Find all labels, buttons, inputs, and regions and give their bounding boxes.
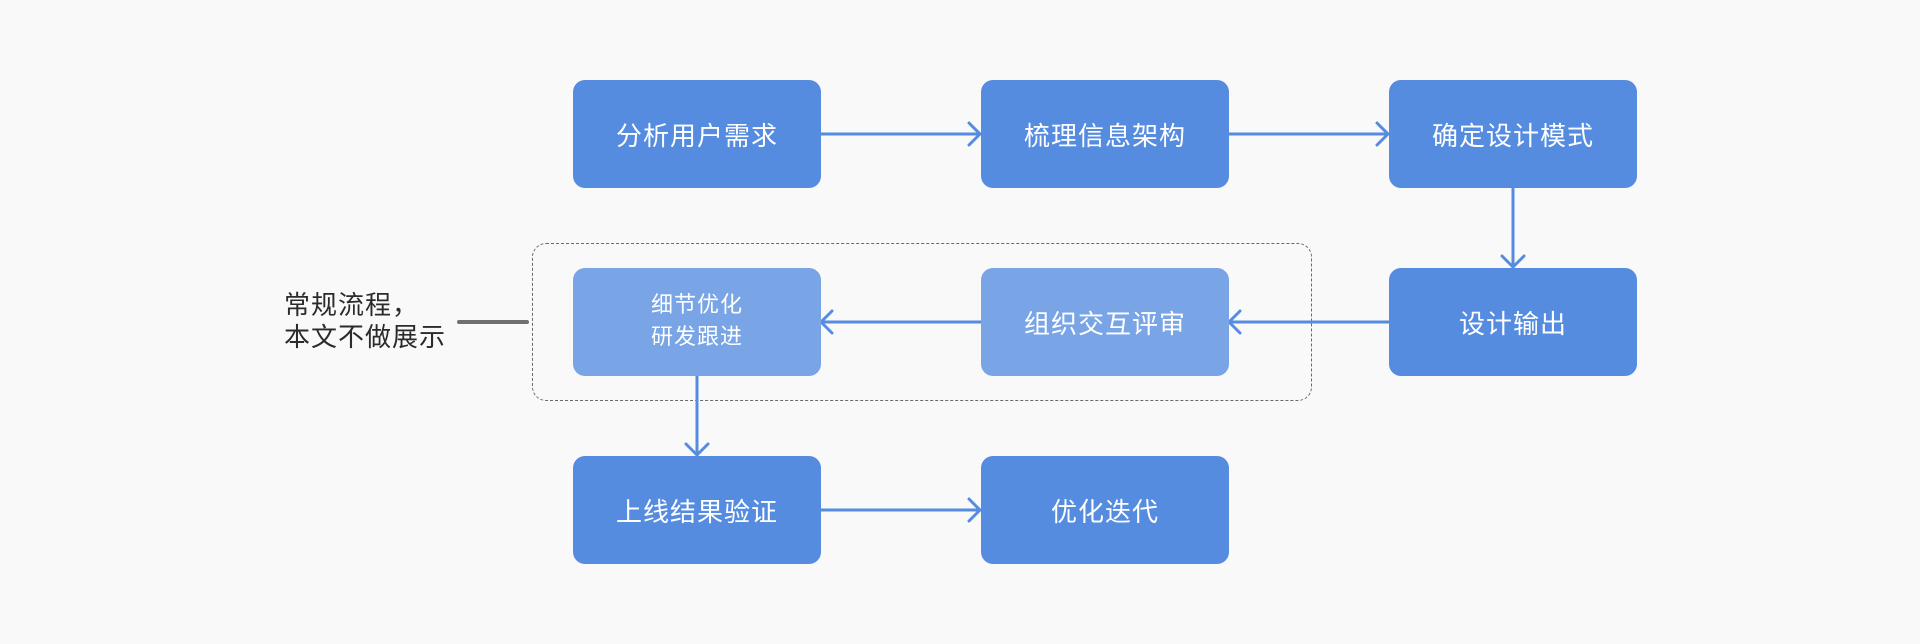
arrow-launch-to-iterate	[819, 497, 982, 523]
step-launch-validation: 上线结果验证	[573, 456, 821, 564]
step-design-output: 设计输出	[1389, 268, 1637, 376]
regular-process-note: 常规流程， 本文不做展示	[284, 290, 464, 354]
step-organize-info-architecture: 梳理信息架构	[981, 80, 1229, 188]
arrow-output-to-review	[1227, 309, 1391, 335]
step-analyze-user-needs: 分析用户需求	[573, 80, 821, 188]
step-label: 优化迭代	[1050, 497, 1159, 528]
arrow-review-to-detail	[819, 309, 983, 335]
step-label: 确定设计模式	[1431, 121, 1594, 152]
step-label-line1: 细节优化	[650, 293, 743, 318]
step-label: 梳理信息架构	[1023, 121, 1186, 152]
step-interaction-review: 组织交互评审	[981, 268, 1229, 376]
arrow-analyze-to-organize	[819, 121, 982, 147]
step-label: 设计输出	[1458, 309, 1567, 340]
step-detail-optimization: 细节优化 研发跟进	[573, 268, 821, 376]
step-label: 上线结果验证	[615, 497, 778, 528]
arrow-detail-to-launch	[684, 374, 710, 457]
step-label: 组织交互评审	[1023, 309, 1186, 340]
note-line1: 常规流程，	[284, 291, 420, 321]
step-define-design-pattern: 确定设计模式	[1389, 80, 1637, 188]
step-label: 分析用户需求	[615, 121, 778, 152]
note-connector-line	[457, 320, 529, 324]
arrow-organize-to-define	[1227, 121, 1390, 147]
step-label-line2: 研发跟进	[650, 325, 743, 350]
note-line2: 本文不做展示	[284, 323, 447, 353]
step-optimize-iterate: 优化迭代	[981, 456, 1229, 564]
arrow-define-to-output	[1500, 186, 1526, 269]
